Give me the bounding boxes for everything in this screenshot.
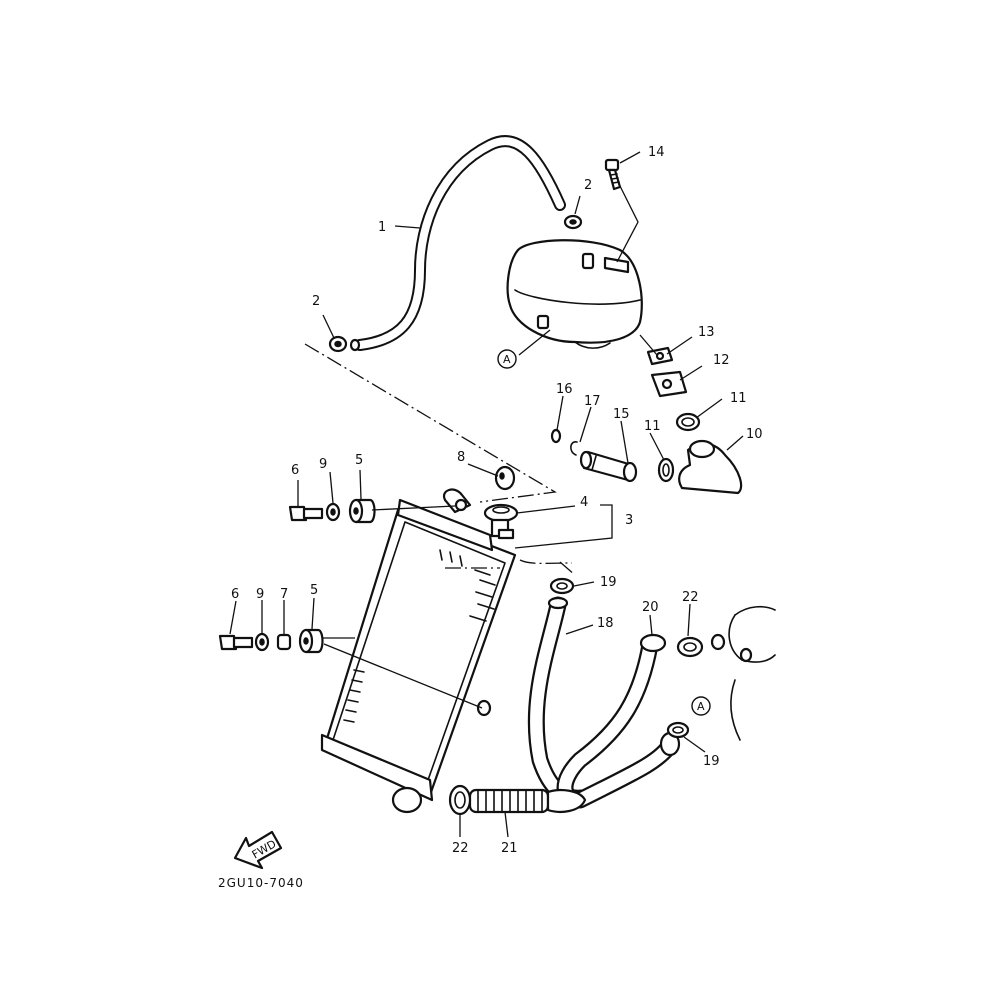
callout-18: 18 — [597, 616, 614, 631]
corrugated-hose-part-21 — [468, 788, 587, 814]
callout-12: 12 — [713, 353, 730, 368]
reference-marker-a-upper: A — [497, 349, 517, 369]
bolt-part-6-lower — [218, 634, 254, 651]
callout-2-left: 2 — [312, 294, 320, 309]
callout-5-upper: 5 — [355, 453, 363, 468]
joint-part-12 — [650, 370, 688, 398]
callout-labels: 1 2 2 3 4 5 5 6 6 7 8 9 9 10 11 11 12 13… — [231, 145, 763, 856]
callout-9-upper: 9 — [319, 457, 327, 472]
callout-19-upper: 19 — [600, 575, 617, 590]
damper-part-5-lower — [298, 628, 324, 654]
callout-3: 3 — [625, 513, 633, 528]
hose-clamp-part-11-upper — [675, 412, 701, 432]
reference-label-a-lower: A — [697, 700, 705, 713]
bolt-part-6-upper — [288, 505, 324, 522]
callout-20: 20 — [642, 600, 659, 615]
callout-11-right: 11 — [730, 391, 747, 406]
gasket-part-13 — [646, 346, 674, 366]
engine-outline — [710, 605, 776, 741]
o-ring-part-16 — [550, 428, 562, 444]
callout-6-lower: 6 — [231, 587, 239, 602]
water-pipe-part-20 — [556, 633, 681, 809]
leader-lines — [229, 151, 744, 838]
reference-label-a-upper: A — [503, 353, 511, 366]
callout-1: 1 — [378, 220, 386, 235]
hose-clip-part-2-lower — [328, 335, 348, 353]
callout-10: 10 — [746, 427, 763, 442]
callout-22-lower: 22 — [452, 841, 469, 856]
callout-13: 13 — [698, 325, 715, 340]
callout-9-lower: 9 — [256, 587, 264, 602]
hose-clamp-part-19-upper — [549, 577, 575, 595]
callout-16: 16 — [556, 382, 573, 397]
reference-marker-a-lower: A — [691, 696, 711, 716]
elbow-hose-part-10 — [678, 439, 743, 495]
callout-14: 14 — [648, 145, 665, 160]
overflow-hose-part-1 — [349, 135, 566, 352]
callout-15: 15 — [613, 407, 630, 422]
hose-clamp-part-19-lower — [666, 721, 690, 739]
diagram-part-code: 2GU10-7040 — [218, 876, 304, 890]
hose-clamp-part-22-lower — [448, 784, 472, 816]
bolt-part-14 — [604, 158, 622, 191]
callout-21: 21 — [501, 841, 518, 856]
collar-part-7 — [276, 633, 292, 651]
callout-11-lower: 11 — [644, 419, 661, 434]
callout-8: 8 — [457, 450, 465, 465]
radiator-assembly-part-3 — [320, 488, 517, 814]
pipe-part-15 — [579, 450, 638, 483]
hose-clamp-part-11-lower — [657, 457, 675, 483]
circlip-part-17 — [570, 441, 578, 456]
callout-7: 7 — [280, 587, 288, 602]
hose-clip-part-2-upper — [563, 214, 583, 230]
collar-part-8 — [494, 465, 516, 491]
washer-part-9-upper — [325, 502, 341, 522]
damper-part-5-upper — [348, 498, 376, 524]
callout-22-upper: 22 — [682, 590, 699, 605]
coolant-reservoir-tank — [506, 239, 643, 349]
washer-part-9-lower — [254, 632, 270, 652]
callout-5-lower: 5 — [310, 583, 318, 598]
callout-19-lower: 19 — [703, 754, 720, 769]
callout-17: 17 — [584, 394, 601, 409]
hose-clamp-part-22-upper — [676, 636, 704, 658]
callout-6-upper: 6 — [291, 463, 299, 478]
callout-2-top: 2 — [584, 178, 592, 193]
forward-direction-arrow-icon: FWD — [233, 830, 283, 870]
callout-4: 4 — [580, 495, 588, 510]
